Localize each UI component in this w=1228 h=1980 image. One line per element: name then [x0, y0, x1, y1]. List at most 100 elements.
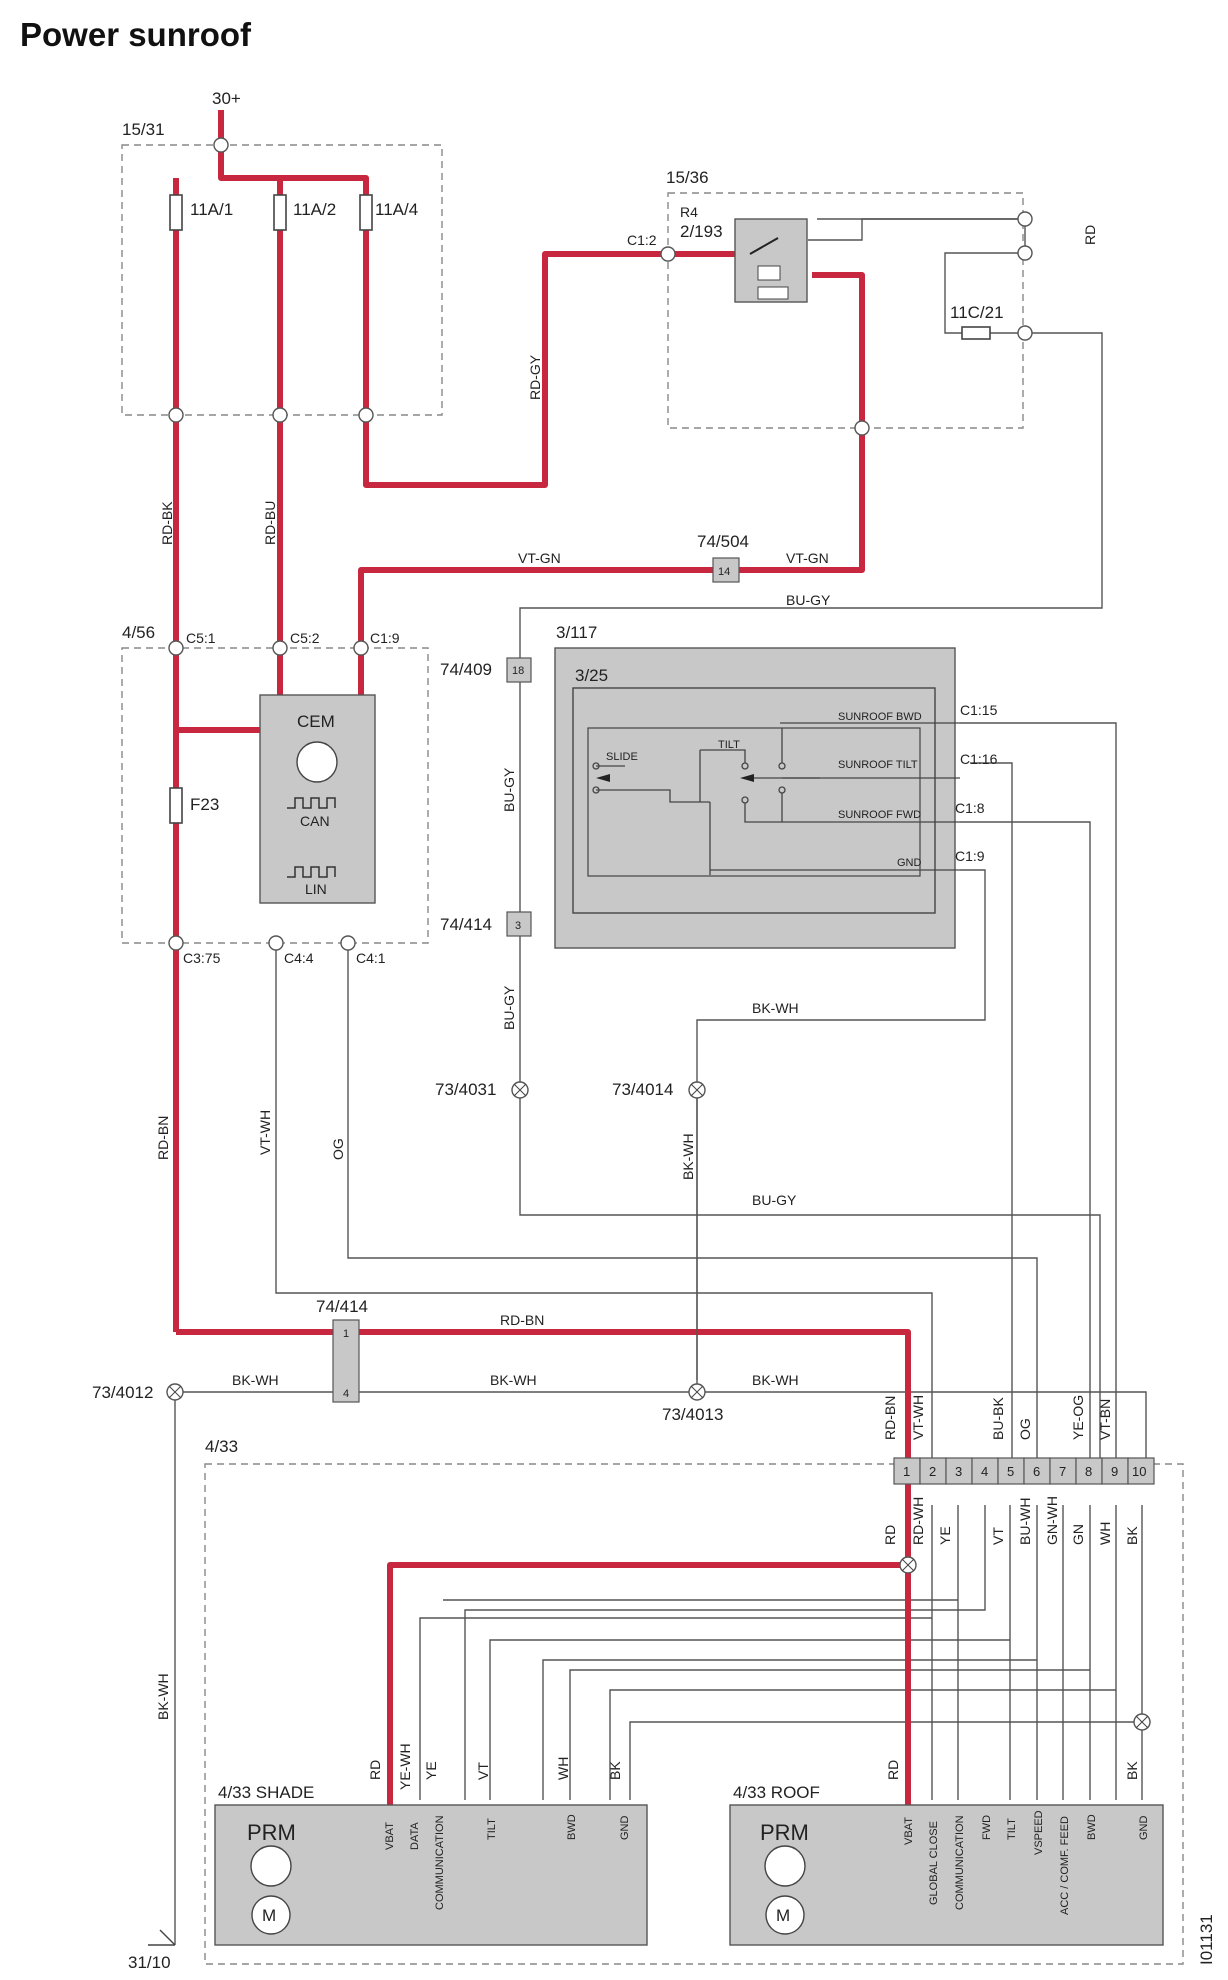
conn-74-504-pin: 14	[718, 566, 730, 578]
wire-og-label-1: OG	[330, 1138, 346, 1160]
pin-7: 7	[1059, 1464, 1066, 1479]
lin-signal-icon	[287, 866, 336, 878]
roof-module-id: 4/33	[205, 1437, 238, 1456]
shade-wire-3: YE	[423, 1761, 439, 1780]
switch-conn-4: C1:9	[955, 848, 985, 864]
roof-wire-2: BK	[1124, 1761, 1140, 1780]
splice-73-4012-label: 73/4012	[92, 1383, 153, 1402]
diagram-id: I01131	[1197, 1914, 1216, 1965]
pin-5: 5	[1007, 1464, 1014, 1479]
power-wires	[173, 110, 911, 1805]
switch-panel-inner	[572, 687, 936, 914]
node	[660, 246, 676, 262]
conn-74-409	[506, 657, 532, 683]
cem-box-id: 4/56	[122, 623, 155, 642]
motor-icon-glyph: M	[262, 1906, 276, 1925]
roof-module-pin-strip: 1 2 3 4 5 6 7 8 9 10	[893, 1457, 1155, 1485]
fuse-11a4-label: 11A/4	[375, 200, 418, 219]
shade-wire-6: BK	[607, 1761, 623, 1780]
cem-conn-top-3: C1:9	[370, 630, 400, 646]
signal-wires	[174, 218, 1147, 1945]
wire-rd-bn-label-1: RD-BN	[155, 1116, 171, 1160]
node	[272, 640, 288, 656]
shade-pin-6: GND	[619, 1816, 631, 1841]
top-wire-1: RD-BN	[882, 1396, 898, 1440]
roof-pin-1: VBAT	[903, 1817, 915, 1845]
roof-module-top-wires: RD-BN VT-WH BU-BK OG YE-OG VT-BN	[882, 1395, 1113, 1440]
fuse-11a4: 11A/4	[359, 194, 418, 231]
roof-pin-4: FWD	[981, 1815, 993, 1840]
relay-resistor	[757, 286, 789, 300]
relay-box-outline	[667, 192, 1024, 429]
cem-conn-bottom-3: C4:1	[356, 950, 386, 966]
transistor-icon	[296, 741, 338, 783]
pin-6: 6	[1033, 1464, 1040, 1479]
inner-wire-7: GN-WH	[1044, 1496, 1060, 1545]
switch-panel-outer	[554, 647, 956, 949]
wire-rd-bn-label-2: RD-BN	[500, 1312, 544, 1328]
switch-label-slide: SLIDE	[606, 751, 638, 763]
cem-module	[259, 694, 376, 904]
switch-conn-1: C1:15	[960, 702, 998, 718]
wire-bk-wh-label-1: BK-WH	[752, 1000, 799, 1016]
relay-box-id: 15/36	[666, 168, 709, 187]
wire-rd-bu-label: RD-BU	[262, 501, 278, 545]
roof-wire-labels: RD BK	[885, 1760, 1140, 1780]
inner-wire-2: RD-WH	[910, 1497, 926, 1545]
conn-74-414b-pin-1: 1	[343, 1328, 349, 1340]
node	[168, 640, 184, 656]
ground-label: 31/10	[128, 1953, 171, 1972]
roof-wire-1: RD	[885, 1760, 901, 1780]
shade-wire-1: RD	[367, 1760, 383, 1780]
roof-module-inner-wires: RD RD-WH YE VT BU-WH GN-WH GN WH BK	[882, 1496, 1140, 1545]
shade-pin-3: COMMUNICATION	[434, 1815, 446, 1910]
conn-74-414b	[332, 1319, 360, 1403]
shade-title: 4/33 SHADE	[218, 1783, 314, 1802]
fuse-f23-label: F23	[190, 795, 219, 814]
roof-pin-7: ACC / COMF. FEED	[1059, 1816, 1071, 1915]
transistor-icon	[764, 1845, 806, 1887]
page-title: Power sunroof	[20, 16, 252, 53]
top-wire-2: VT-WH	[910, 1395, 926, 1440]
tilt-arrow-icon	[740, 774, 754, 782]
switch-label-gnd: GND	[897, 857, 922, 869]
inner-wire-5: VT	[990, 1527, 1006, 1545]
supply-label: 30+	[212, 89, 241, 108]
relay-name: R4	[680, 204, 698, 220]
conn-74-414a-pin: 3	[515, 920, 521, 932]
switch-conn-3: C1:8	[955, 800, 985, 816]
switch-group	[587, 727, 921, 877]
fusebox-id: 15/31	[122, 120, 165, 139]
pin-2: 2	[929, 1464, 936, 1479]
switch-label-bwd: SUNROOF BWD	[838, 711, 922, 723]
relay-coil	[757, 265, 781, 281]
switch-conn-2: C1:16	[960, 751, 998, 767]
switch-panel-inner-id: 3/25	[575, 666, 608, 685]
roof-title: 4/33 ROOF	[733, 1783, 820, 1802]
roof-pin-3: COMMUNICATION	[954, 1815, 966, 1910]
fuse-11a2: 11A/2	[273, 194, 336, 231]
conn-74-414b-id: 74/414	[316, 1297, 368, 1316]
cem-conn-top-2: C5:2	[290, 630, 320, 646]
inner-wire-3: YE	[937, 1526, 953, 1545]
node	[272, 407, 288, 423]
wire-bk-wh-label-3: BK-WH	[232, 1372, 279, 1388]
shade-prm-label: PRM	[247, 1820, 296, 1845]
wire-rd-bk-label: RD-BK	[159, 501, 175, 545]
switch-label-fwd: SUNROOF FWD	[838, 809, 921, 821]
inner-wire-10: BK	[1124, 1526, 1140, 1545]
wire-rd-gy-label: RD-GY	[527, 354, 543, 400]
fuse-11a1-label: 11A/1	[190, 200, 233, 219]
splice-73-4031-label: 73/4031	[435, 1080, 496, 1099]
splice-inner-red	[899, 1556, 917, 1574]
conn-74-414b-pin-4: 4	[343, 1388, 349, 1400]
shade-wire-5: WH	[555, 1757, 571, 1780]
wire-vt-wh-label-1: VT-WH	[257, 1110, 273, 1155]
motor-icon-glyph: M	[776, 1906, 790, 1925]
roof-pin-8: BWD	[1086, 1814, 1098, 1840]
transistor-icon	[250, 1845, 292, 1887]
wire-bk-wh-label-2: BK-WH	[680, 1133, 696, 1180]
splice-73-4013	[688, 1383, 706, 1401]
wire-bu-gy-label-3: BU-GY	[501, 985, 517, 1030]
top-wire-9: VT-BN	[1097, 1399, 1113, 1440]
